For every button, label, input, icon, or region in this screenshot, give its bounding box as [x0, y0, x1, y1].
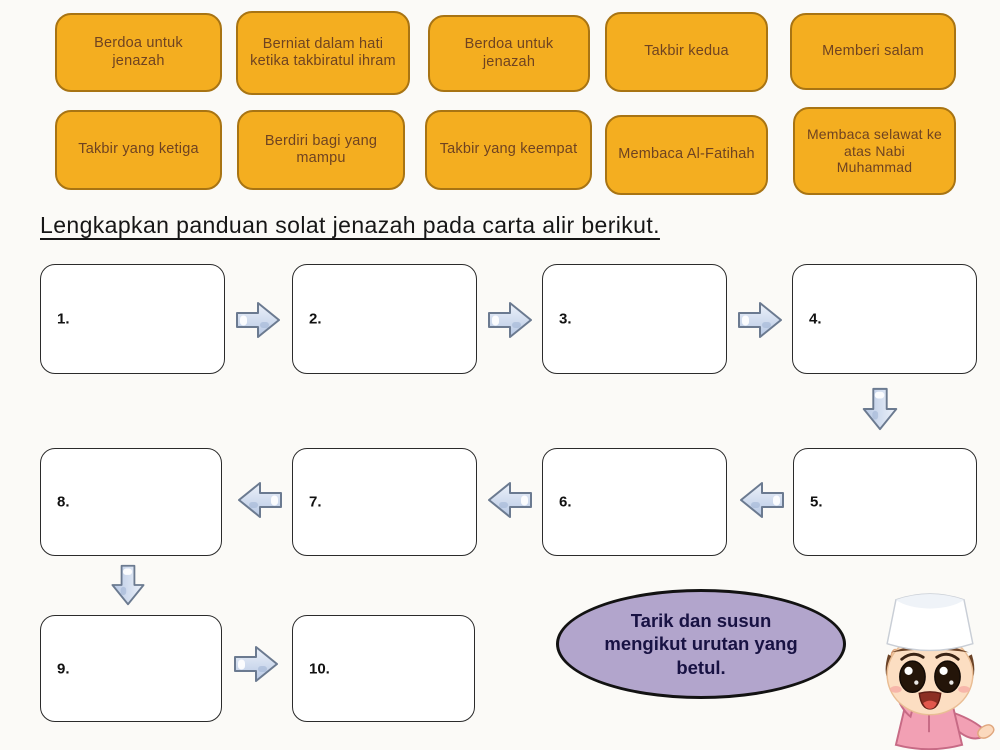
- arrow-down-icon: [105, 563, 151, 607]
- tile-takbir-kedua[interactable]: Takbir kedua: [605, 12, 768, 92]
- tile-takbir-yang-keempat[interactable]: Takbir yang keempat: [425, 110, 592, 190]
- hint-bubble-text: Tarik dan susun mengikut urutan yang bet…: [604, 610, 798, 678]
- flow-slot-9[interactable]: 9.: [40, 615, 222, 722]
- flow-slot-3[interactable]: 3.: [542, 264, 727, 374]
- slot-number: 10.: [309, 660, 330, 677]
- tile-membaca-selawat[interactable]: Membaca selawat ke atas Nabi Muhammad: [793, 107, 956, 195]
- muslim-boy-icon: [885, 593, 995, 750]
- arrow-right-icon: [736, 296, 784, 344]
- slot-number: 1.: [57, 310, 70, 328]
- arrow-left-icon: [738, 476, 786, 524]
- instruction-title: Lengkapkan panduan solat jenazah pada ca…: [40, 212, 660, 238]
- slot-number: 2.: [309, 310, 322, 328]
- tile-takbir-yang-ketiga[interactable]: Takbir yang ketiga: [55, 110, 222, 190]
- slot-number: 9.: [57, 660, 70, 677]
- hint-bubble: Tarik dan susun mengikut urutan yang bet…: [556, 589, 846, 699]
- arrow-left-icon: [236, 476, 284, 524]
- slot-number: 7.: [309, 493, 322, 511]
- flow-slot-6[interactable]: 6.: [542, 448, 727, 556]
- flow-slot-7[interactable]: 7.: [292, 448, 477, 556]
- arrow-right-icon: [486, 296, 534, 344]
- slot-number: 4.: [809, 310, 822, 328]
- tile-berdoa-untuk-jenazah-1[interactable]: Berdoa untuk jenazah: [55, 13, 222, 92]
- flow-slot-5[interactable]: 5.: [793, 448, 977, 556]
- tile-membaca-al-fatihah[interactable]: Membaca Al-Fatihah: [605, 115, 768, 195]
- mascot-image: [856, 584, 1000, 750]
- tile-berdoa-untuk-jenazah-2[interactable]: Berdoa untuk jenazah: [428, 15, 590, 92]
- tile-berniat-dalam-hati[interactable]: Berniat dalam hati ketika takbiratul ihr…: [236, 11, 410, 95]
- tile-memberi-salam[interactable]: Memberi salam: [790, 13, 956, 90]
- slot-number: 6.: [559, 493, 572, 511]
- arrow-down-icon: [857, 386, 903, 432]
- slot-number: 8.: [57, 493, 70, 511]
- flow-slot-8[interactable]: 8.: [40, 448, 222, 556]
- arrow-right-icon: [234, 296, 282, 344]
- arrow-left-icon: [486, 476, 534, 524]
- flow-slot-2[interactable]: 2.: [292, 264, 477, 374]
- slot-number: 5.: [810, 493, 823, 511]
- flow-slot-4[interactable]: 4.: [792, 264, 977, 374]
- tile-berdiri-bagi-yang-mampu[interactable]: Berdiri bagi yang mampu: [237, 110, 405, 190]
- flow-slot-1[interactable]: 1.: [40, 264, 225, 374]
- flow-slot-10[interactable]: 10.: [292, 615, 475, 722]
- slot-number: 3.: [559, 310, 572, 328]
- arrow-right-icon: [232, 640, 280, 688]
